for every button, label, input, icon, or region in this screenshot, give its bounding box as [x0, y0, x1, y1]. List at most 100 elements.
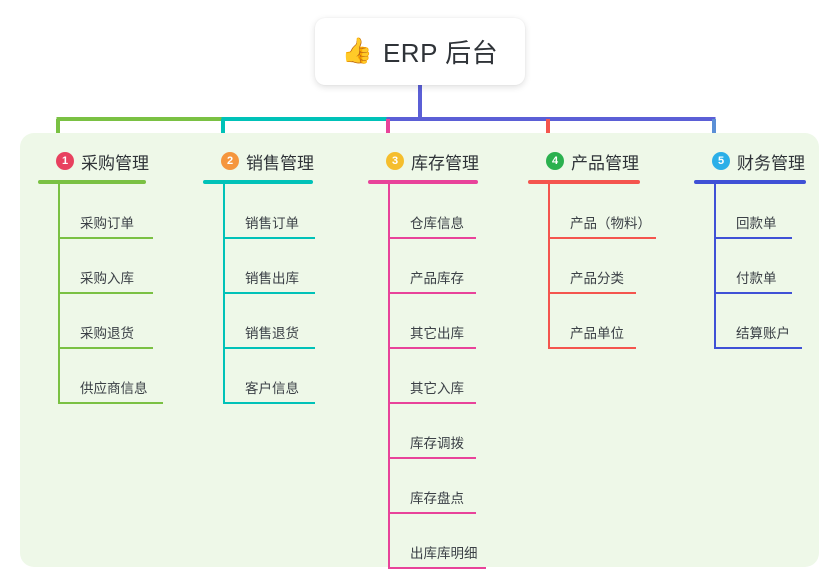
branch-spine: [223, 184, 225, 404]
leaf-node[interactable]: 供应商信息: [58, 349, 163, 404]
leaf-node[interactable]: 库存盘点: [388, 459, 479, 514]
leaf-rule: [388, 347, 476, 349]
leaf-rule: [548, 237, 656, 239]
leaf-label: 产品库存: [410, 271, 464, 286]
leaf-rule: [223, 292, 315, 294]
column-badge: 2: [221, 152, 239, 170]
branch-spine: [548, 184, 550, 349]
column-title: 销售管理: [246, 153, 314, 173]
column-header-rule: [528, 180, 640, 184]
leaf-label: 出库库明细: [410, 546, 478, 561]
column-badge: 4: [546, 152, 564, 170]
leaf-node[interactable]: 仓库信息: [388, 184, 479, 239]
column-title: 采购管理: [81, 153, 149, 173]
column-header-4[interactable]: 4 产品管理: [528, 148, 651, 174]
leaf-node[interactable]: 销售出库: [223, 239, 315, 294]
leaf-rule: [223, 347, 315, 349]
leaf-rule: [388, 402, 476, 404]
root-title: ERP 后台: [382, 38, 499, 68]
leaf-label: 销售出库: [245, 271, 299, 286]
column-header-5[interactable]: 5 财务管理: [694, 148, 806, 174]
leaf-rule: [58, 292, 153, 294]
leaf-node[interactable]: 产品单位: [548, 294, 651, 349]
leaf-node[interactable]: 结算账户: [714, 294, 806, 349]
leaf-node[interactable]: 出库库明细: [388, 514, 486, 569]
column-1: 1 采购管理采购订单采购入库采购退货供应商信息: [38, 148, 163, 404]
leaf-label: 回款单: [736, 216, 777, 231]
column-badge: 1: [56, 152, 74, 170]
leaf-label: 销售退货: [245, 326, 299, 341]
leaf-rule: [714, 292, 792, 294]
leaf-label: 客户信息: [245, 381, 299, 396]
leaf-node[interactable]: 其它入库: [388, 349, 479, 404]
leaf-rule: [548, 347, 636, 349]
column-badge: 5: [712, 152, 730, 170]
leaf-node[interactable]: 客户信息: [223, 349, 315, 404]
leaf-label: 其它出库: [410, 326, 464, 341]
leaf-rule: [223, 402, 315, 404]
column-branch: 采购订单采购入库采购退货供应商信息: [58, 184, 163, 404]
leaf-label: 采购退货: [80, 326, 134, 341]
leaf-label: 采购订单: [80, 216, 134, 231]
leaf-rule: [58, 402, 163, 404]
column-3: 3 库存管理仓库信息产品库存其它出库其它入库库存调拨库存盘点出库库明细: [368, 148, 486, 569]
leaf-node[interactable]: 销售订单: [223, 184, 315, 239]
column-badge: 3: [386, 152, 404, 170]
root-node-card[interactable]: 👍 ERP 后台: [315, 18, 525, 85]
leaf-rule: [388, 457, 476, 459]
column-header-rule: [203, 180, 313, 184]
leaf-node[interactable]: 采购入库: [58, 239, 153, 294]
leaf-label: 产品单位: [570, 326, 624, 341]
leaf-label: 库存调拨: [410, 436, 464, 451]
column-header-rule: [694, 180, 806, 184]
leaf-label: 采购入库: [80, 271, 134, 286]
column-title: 财务管理: [737, 153, 805, 173]
leaf-rule: [58, 347, 153, 349]
leaf-label: 库存盘点: [410, 491, 464, 506]
column-title: 产品管理: [571, 153, 639, 173]
leaf-node[interactable]: 采购退货: [58, 294, 153, 349]
mindmap-panel: [20, 133, 819, 567]
column-2: 2 销售管理销售订单销售出库销售退货客户信息: [203, 148, 315, 404]
column-branch: 仓库信息产品库存其它出库其它入库库存调拨库存盘点出库库明细: [388, 184, 486, 569]
leaf-rule: [388, 292, 476, 294]
leaf-node[interactable]: 产品库存: [388, 239, 479, 294]
column-header-rule: [38, 180, 146, 184]
column-4: 4 产品管理产品（物料） 产品分类产品单位: [528, 148, 656, 349]
column-branch: 销售订单销售出库销售退货客户信息: [223, 184, 315, 404]
leaf-label: 产品（物料）: [570, 216, 651, 231]
column-5: 5 财务管理回款单付款单结算账户: [694, 148, 806, 349]
leaf-node[interactable]: 产品（物料）: [548, 184, 656, 239]
leaf-node[interactable]: 回款单: [714, 184, 806, 239]
column-header-2[interactable]: 2 销售管理: [203, 148, 314, 174]
leaf-node[interactable]: 库存调拨: [388, 404, 479, 459]
leaf-rule: [714, 347, 802, 349]
branch-spine: [714, 184, 716, 349]
leaf-rule: [58, 237, 153, 239]
leaf-rule: [548, 292, 636, 294]
leaf-label: 仓库信息: [410, 216, 464, 231]
leaf-node[interactable]: 其它出库: [388, 294, 479, 349]
leaf-label: 付款单: [736, 271, 777, 286]
column-header-rule: [368, 180, 478, 184]
branch-spine: [388, 184, 390, 569]
column-header-3[interactable]: 3 库存管理: [368, 148, 479, 174]
leaf-label: 供应商信息: [80, 381, 148, 396]
column-branch: 产品（物料） 产品分类产品单位: [548, 184, 656, 349]
leaf-node[interactable]: 采购订单: [58, 184, 153, 239]
leaf-label: 销售订单: [245, 216, 299, 231]
column-branch: 回款单付款单结算账户: [714, 184, 806, 349]
leaf-label: 产品分类: [570, 271, 624, 286]
leaf-rule: [388, 567, 486, 569]
leaf-node[interactable]: 付款单: [714, 239, 806, 294]
leaf-rule: [223, 237, 315, 239]
column-title: 库存管理: [411, 153, 479, 173]
leaf-node[interactable]: 产品分类: [548, 239, 651, 294]
leaf-label: 结算账户: [736, 326, 790, 341]
leaf-rule: [388, 237, 476, 239]
column-header-1[interactable]: 1 采购管理: [38, 148, 149, 174]
leaf-rule: [714, 237, 792, 239]
leaf-node[interactable]: 销售退货: [223, 294, 315, 349]
leaf-label: 其它入库: [410, 381, 464, 396]
branch-spine: [58, 184, 60, 404]
